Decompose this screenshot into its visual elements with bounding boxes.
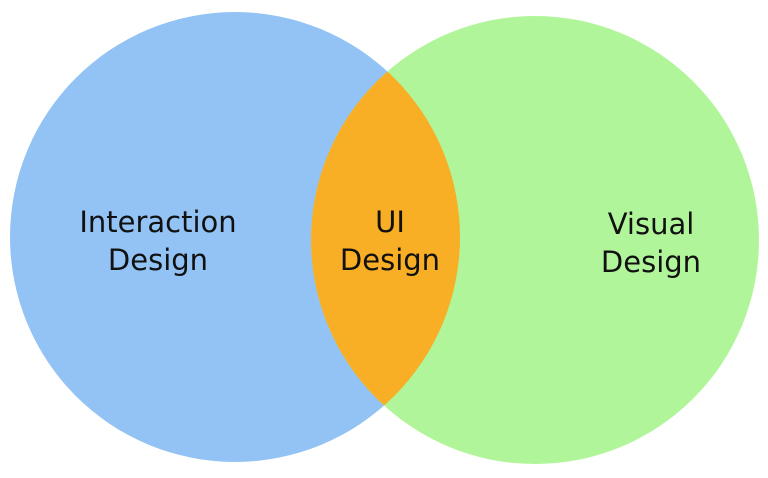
visual-design-label-line1: Visual [608, 207, 695, 241]
ui-design-intersection [311, 16, 460, 462]
ui-design-label-line2: Design [340, 243, 440, 277]
visual-design-label-line2: Design [601, 245, 701, 279]
interaction-design-label-line2: Design [108, 243, 208, 277]
interaction-design-label-line1: Interaction [79, 205, 236, 239]
ui-design-label-line1: UI [375, 205, 405, 239]
